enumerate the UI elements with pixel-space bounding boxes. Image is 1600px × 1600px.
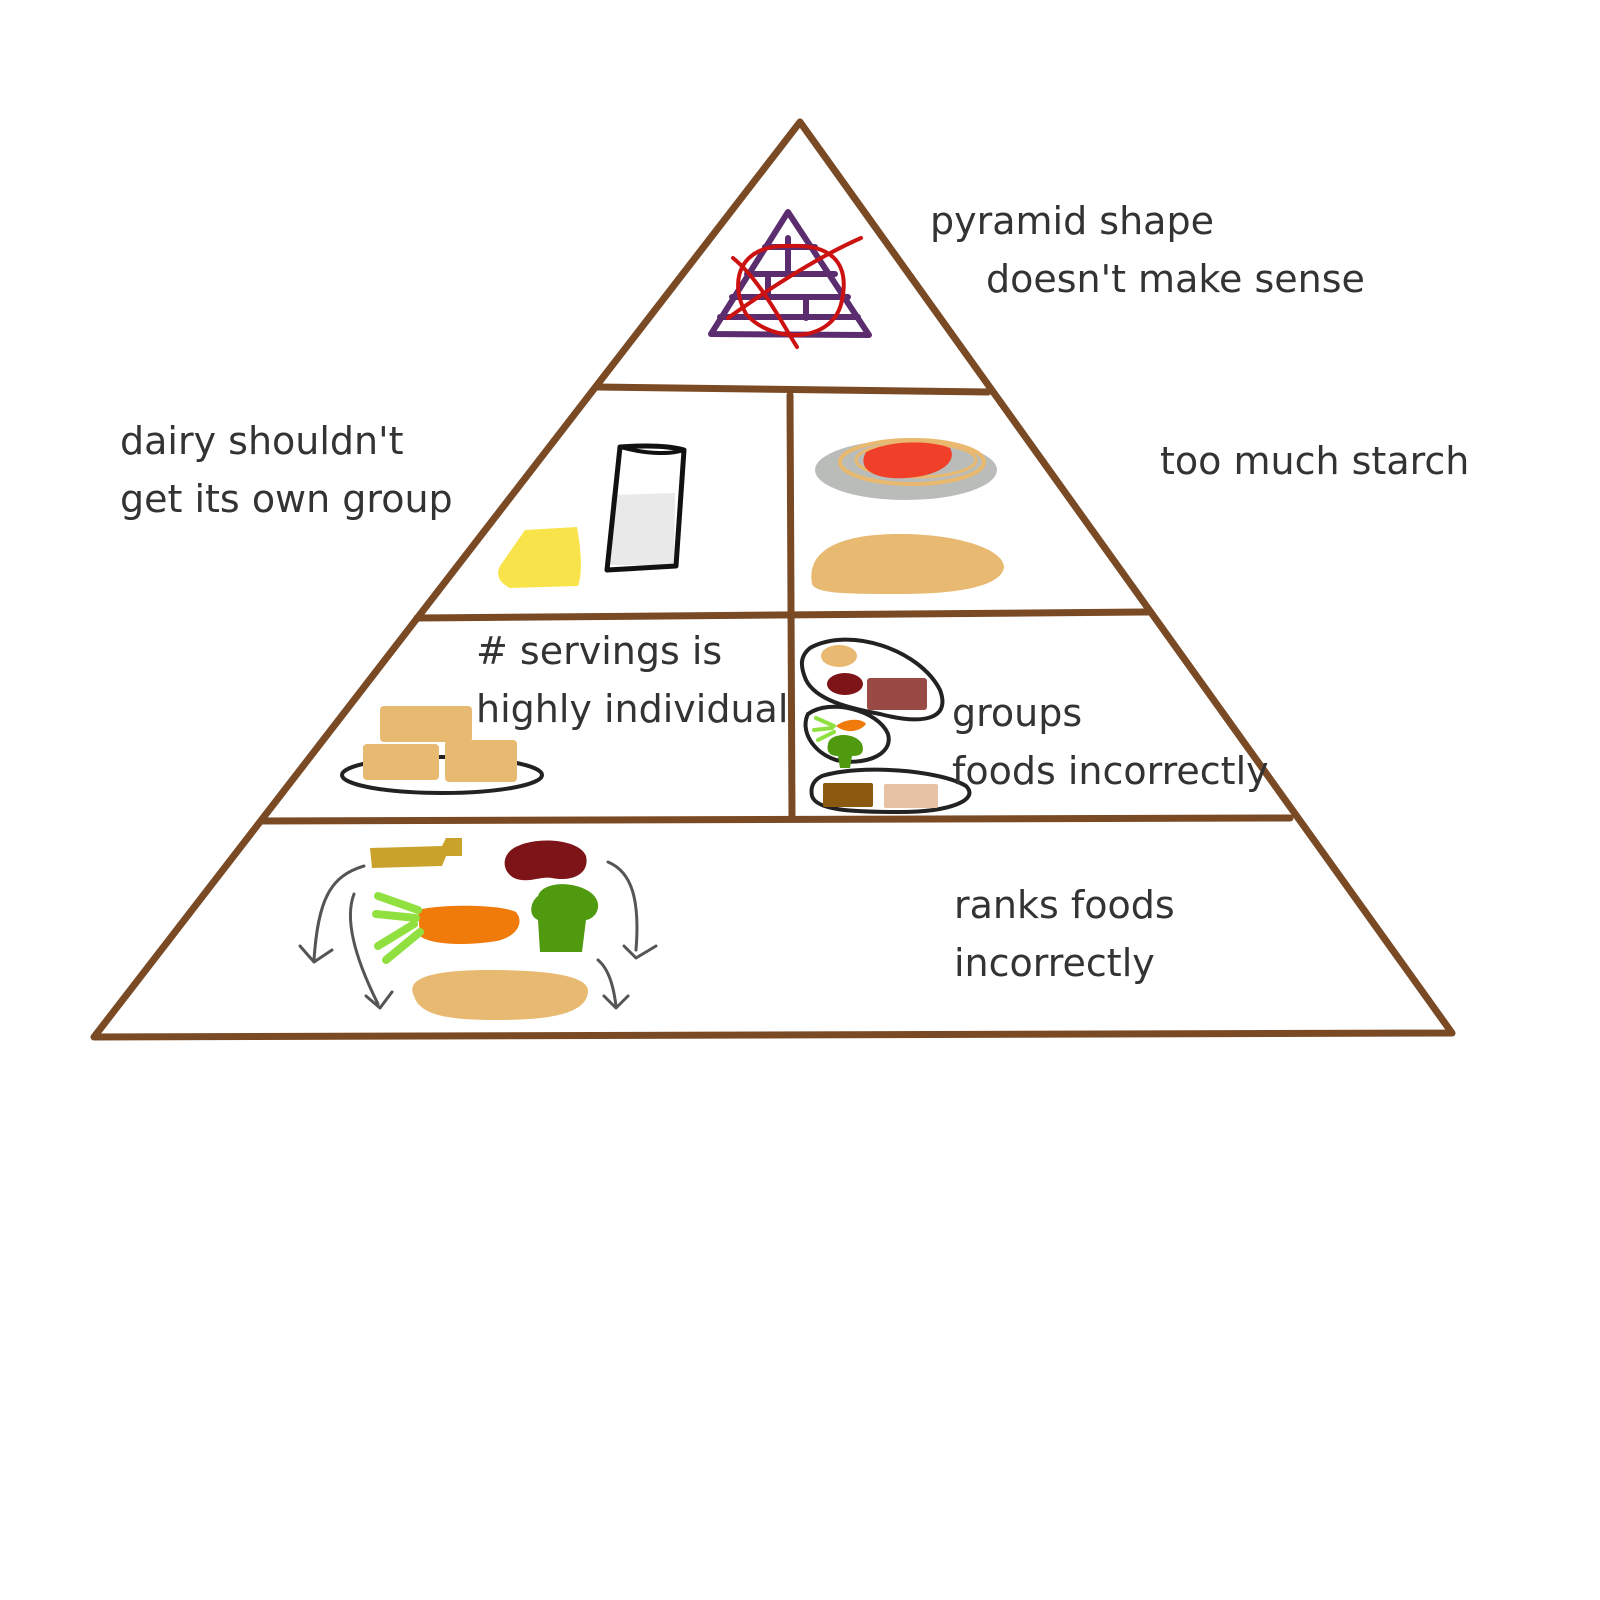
annotation-line: pyramid shape (930, 199, 1214, 243)
crossed-out-pyramid-icon (708, 209, 872, 349)
annotation-pyramid-shape: pyramid shape doesn't make sense (930, 192, 1365, 308)
bread-slices-plate-icon (340, 706, 544, 795)
ranking-arrows (298, 860, 658, 1010)
bread-loaf-icon (811, 534, 1005, 594)
oil-bottle-icon (370, 838, 462, 868)
mixed-food-ranking-icon (298, 838, 658, 1020)
annotation-starch: too much starch (1160, 432, 1469, 490)
broccoli-icon (531, 884, 599, 952)
annotation-line: highly individual (476, 687, 789, 731)
annotation-line: ranks foods (954, 883, 1175, 927)
annotation-line: too much starch (1160, 439, 1470, 483)
regrouped-food-plates-icon (799, 637, 972, 815)
annotation-line: groups (952, 691, 1083, 735)
annotation-line: foods incorrectly (952, 749, 1269, 793)
annotation-line: dairy shouldn't (120, 419, 404, 463)
pyramid-outline (90, 118, 1456, 1041)
annotation-dairy: dairy shouldn't get its own group (120, 412, 453, 528)
spaghetti-plate-icon (815, 438, 997, 500)
milk-glass-icon (604, 443, 687, 573)
carrot-icon (372, 892, 520, 964)
annotation-ranks: ranks foods incorrectly (954, 876, 1175, 992)
annotation-groups: groups foods incorrectly (952, 684, 1269, 800)
annotation-line: incorrectly (954, 941, 1155, 985)
butter-icon (498, 527, 581, 588)
annotation-line: get its own group (120, 477, 453, 521)
annotation-line: # servings is (476, 629, 723, 673)
annotation-servings: # servings is highly individual (476, 622, 788, 738)
annotation-line: doesn't make sense (986, 257, 1365, 301)
